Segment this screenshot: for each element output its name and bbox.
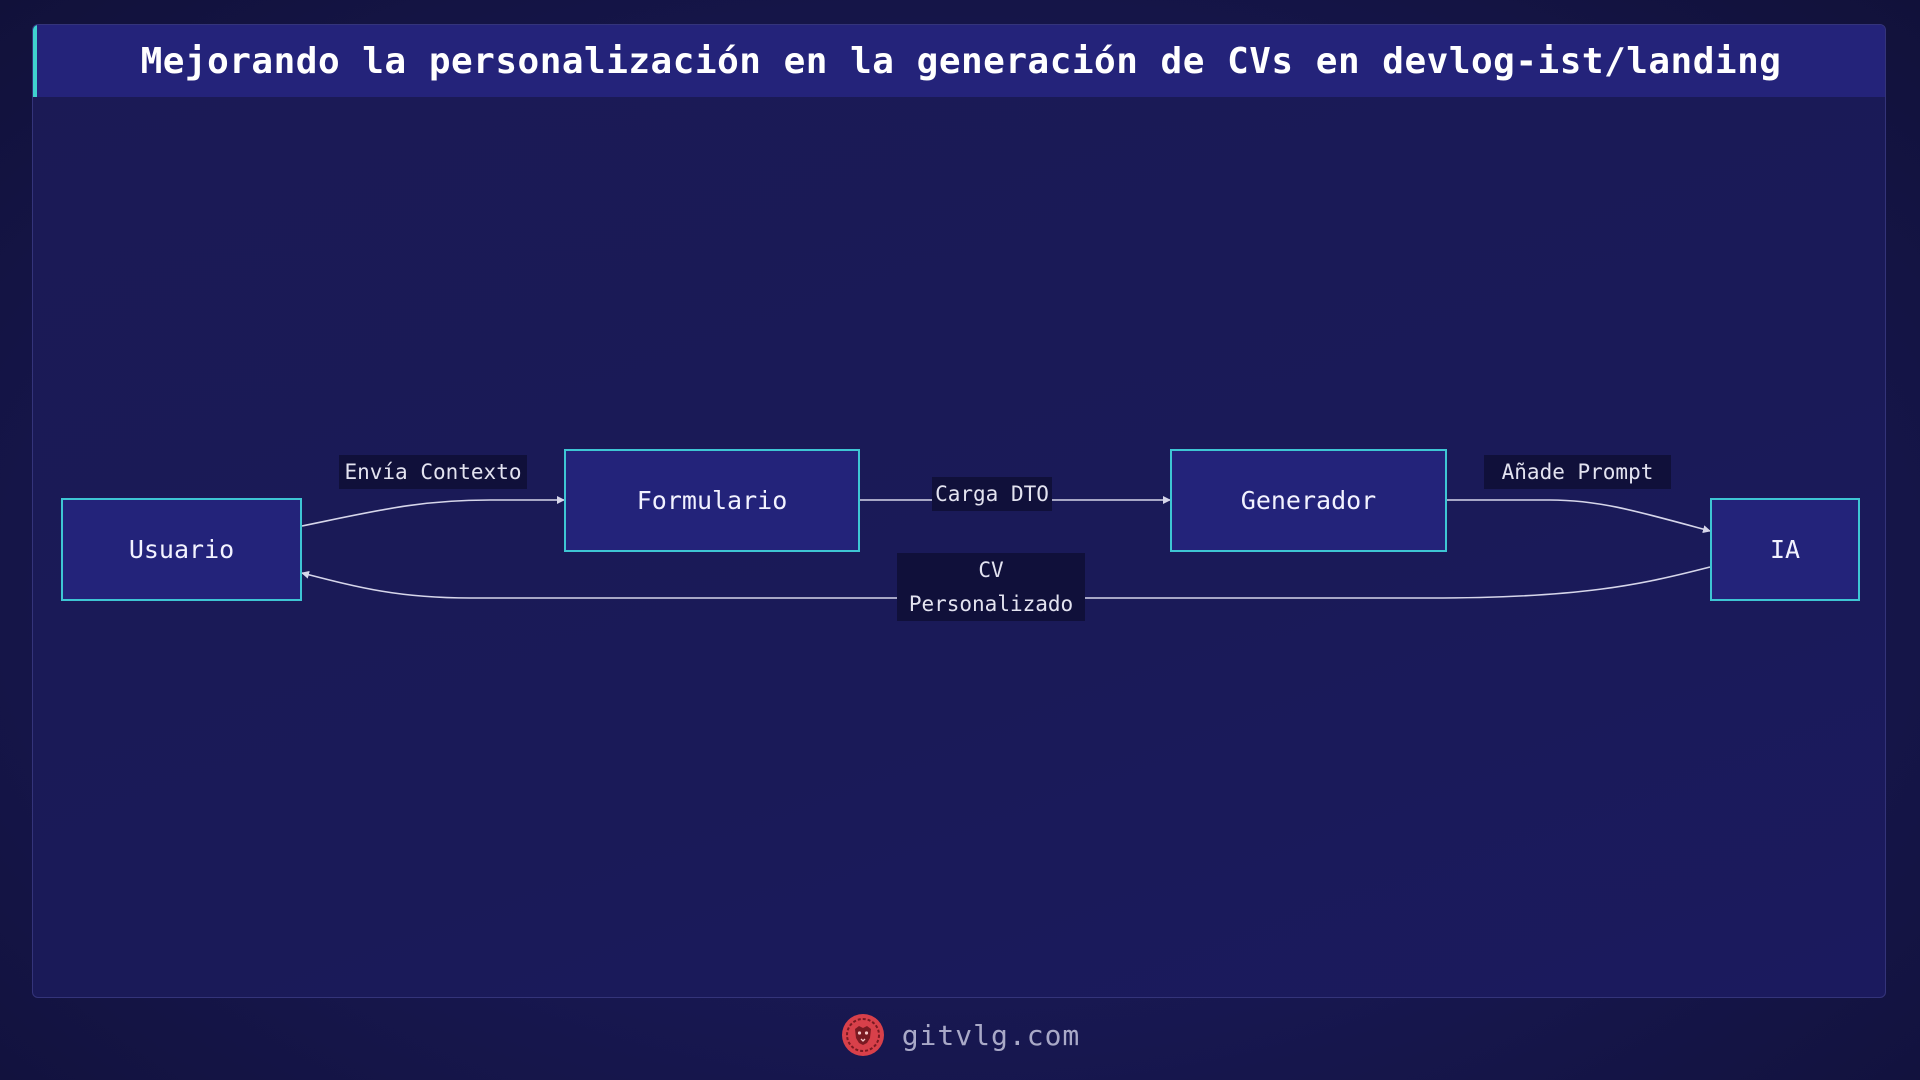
node-usuario: Usuario	[61, 498, 302, 601]
edge-label-anade-prompt: Añade Prompt	[1484, 455, 1671, 489]
edge-label-cv-personalizado: CV Personalizado	[897, 553, 1085, 621]
node-generador: Generador	[1170, 449, 1447, 552]
footer: gitvlg.com	[0, 1010, 1920, 1060]
edge-label-carga-dto: Carga DTO	[932, 477, 1052, 511]
node-usuario-label: Usuario	[128, 535, 235, 564]
edge-ia-usuario	[301, 566, 1711, 599]
footer-site-link[interactable]: gitvlg.com	[901, 1018, 1081, 1052]
edge-label-cv-line2: Personalizado	[908, 592, 1074, 616]
edge-label-envia-contexto: Envía Contexto	[339, 455, 527, 489]
node-formulario: Formulario	[564, 449, 860, 552]
node-generador-label: Generador	[1240, 486, 1377, 515]
edge-label-cv-line1: CV	[978, 558, 1004, 582]
node-ia-label: IA	[1769, 535, 1801, 564]
page-title: Mejorando la personalización en la gener…	[140, 40, 1782, 82]
diagram-panel: Mejorando la personalización en la gener…	[32, 24, 1886, 998]
lion-head-icon	[841, 1014, 884, 1056]
edge-generador-ia	[1447, 499, 1711, 534]
title-bar: Mejorando la personalización en la gener…	[33, 25, 1885, 97]
node-ia: IA	[1710, 498, 1860, 601]
edge-usuario-formulario	[301, 496, 565, 527]
node-formulario-label: Formulario	[636, 486, 788, 515]
